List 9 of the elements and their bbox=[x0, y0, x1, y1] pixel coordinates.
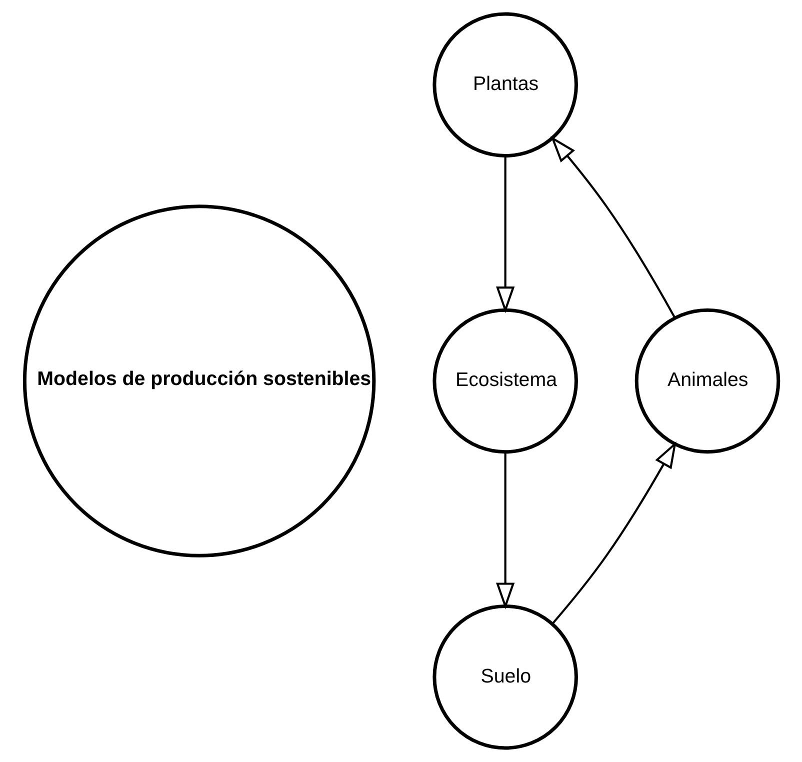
arrow bbox=[551, 441, 676, 624]
node-circle: Ecosistema bbox=[432, 308, 578, 454]
arrow bbox=[496, 452, 514, 610]
node-circle: Plantas bbox=[432, 12, 578, 158]
node-circle: Animales bbox=[634, 308, 780, 454]
arrow bbox=[550, 136, 676, 318]
node-circle: Suelo bbox=[432, 604, 578, 750]
arrow bbox=[496, 156, 514, 314]
node-circle: Modelos de producción sostenibles bbox=[22, 204, 376, 558]
